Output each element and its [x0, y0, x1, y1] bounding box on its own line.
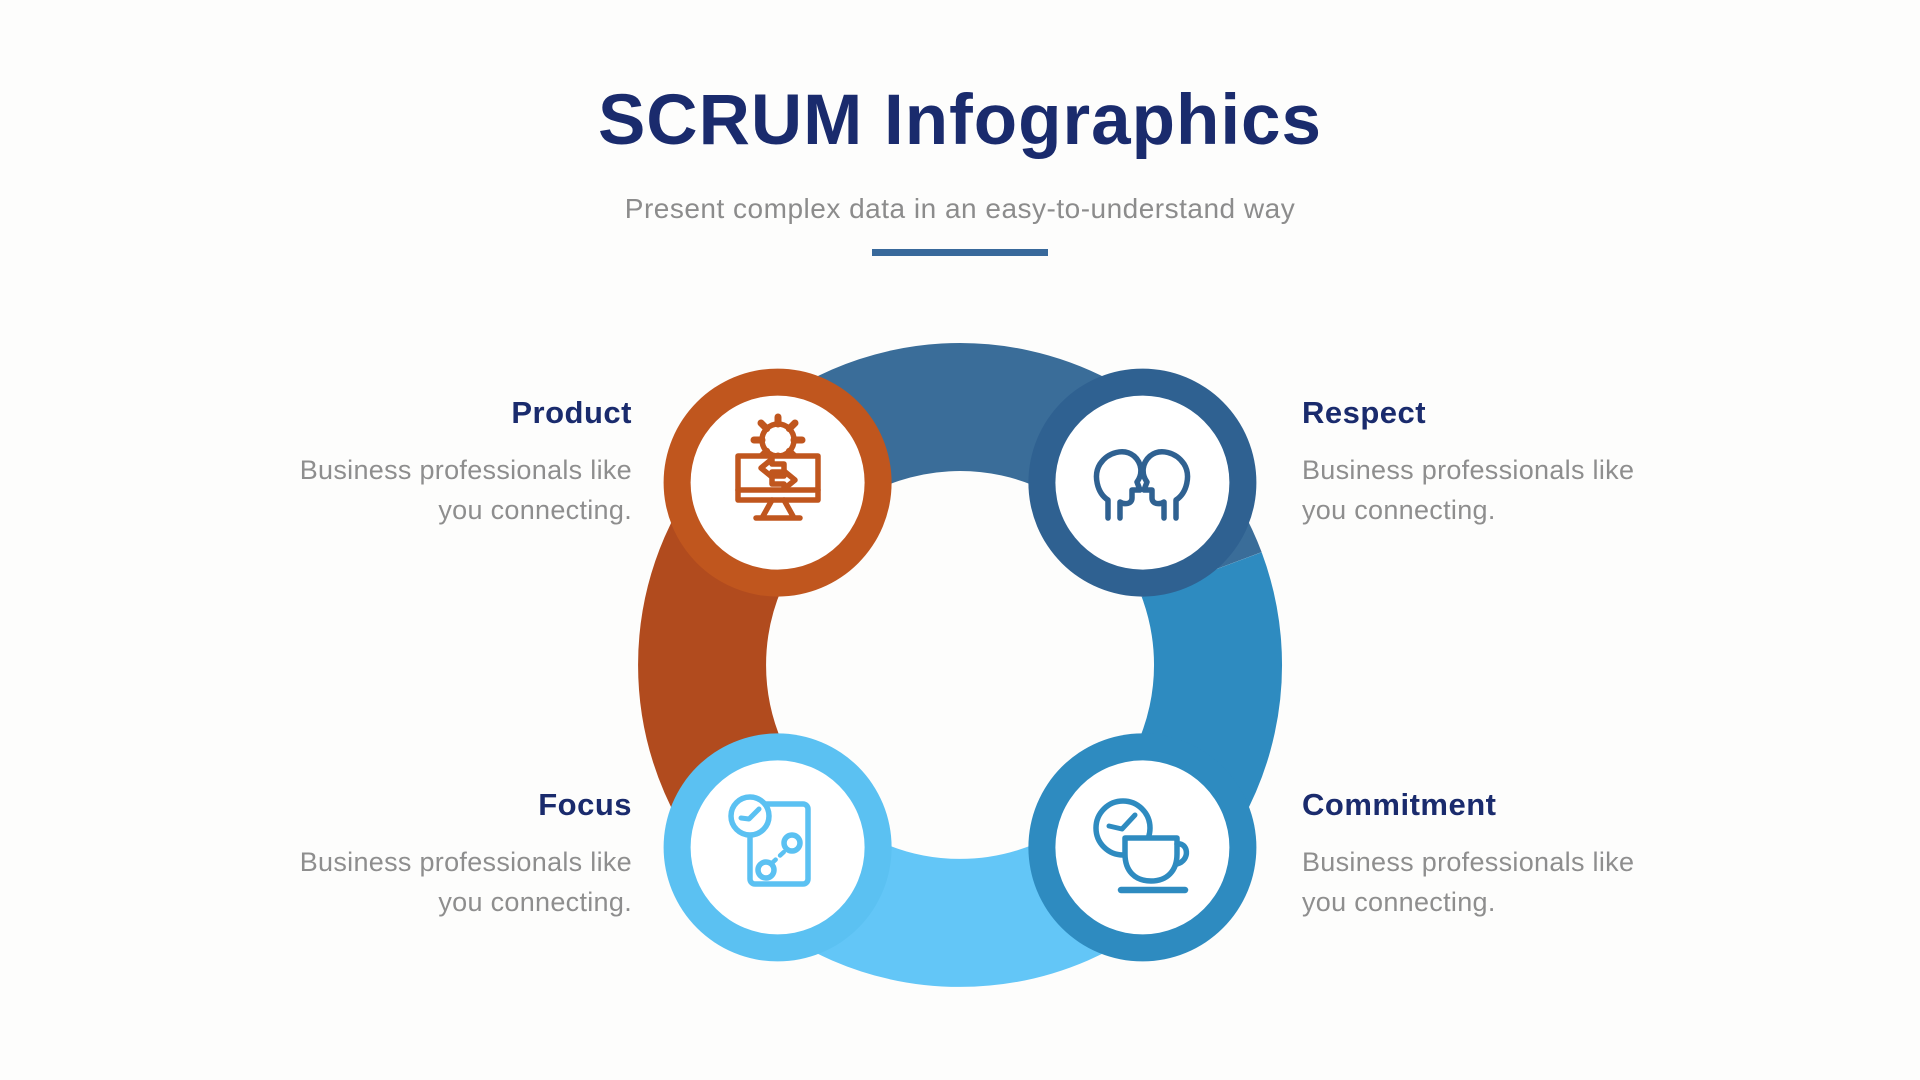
title-underline: [872, 249, 1048, 256]
monitor-sync-gear-icon: [735, 413, 821, 521]
card-focus-desc-line1: Business professionals like: [299, 847, 632, 877]
card-product: Product Business professionals like you …: [212, 396, 632, 530]
card-commitment-desc-line1: Business professionals like: [1302, 847, 1635, 877]
card-respect: Respect Business professionals like you …: [1302, 396, 1722, 530]
facing-heads-icon: [1093, 449, 1191, 521]
card-product-desc-line2: you connecting.: [438, 495, 632, 525]
card-commitment: Commitment Business professionals like y…: [1302, 788, 1722, 922]
card-respect-desc-line1: Business professionals like: [1302, 455, 1635, 485]
card-commitment-desc-line2: you connecting.: [1302, 887, 1496, 917]
node-product: [663, 368, 892, 597]
page-title: SCRUM Infographics: [597, 81, 1323, 160]
page-subtitle: Present complex data in an easy-to-under…: [624, 193, 1296, 224]
card-respect-description: Business professionals like you connecti…: [1302, 450, 1722, 530]
card-product-desc-line1: Business professionals like: [299, 455, 632, 485]
card-product-description: Business professionals like you connecti…: [212, 450, 632, 530]
node-commitment: [1028, 733, 1257, 962]
coffee-clock-icon: [1093, 798, 1190, 894]
card-commitment-label: Commitment: [1302, 787, 1497, 822]
plan-clock-icon: [728, 794, 811, 887]
card-focus-label: Focus: [538, 787, 632, 822]
node-respect: [1028, 368, 1257, 597]
card-commitment-description: Business professionals like you connecti…: [1302, 842, 1722, 922]
card-product-label: Product: [511, 395, 632, 430]
node-respect-inner: [1055, 395, 1230, 570]
node-focus: [663, 733, 892, 962]
card-focus-description: Business professionals like you connecti…: [212, 842, 632, 922]
card-focus-desc-line2: you connecting.: [438, 887, 632, 917]
card-respect-desc-line2: you connecting.: [1302, 495, 1496, 525]
card-focus: Focus Business professionals like you co…: [212, 788, 632, 922]
card-respect-label: Respect: [1302, 395, 1427, 430]
